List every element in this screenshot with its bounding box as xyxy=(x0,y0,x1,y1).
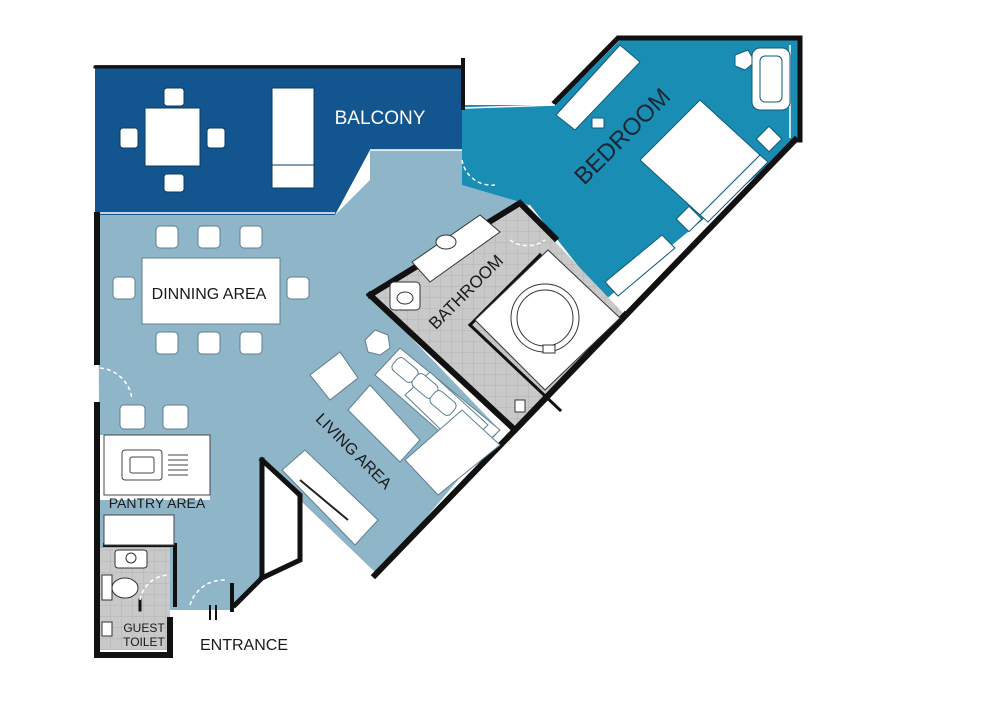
balcony-table-set xyxy=(119,87,226,193)
balcony-label: BALCONY xyxy=(335,108,426,129)
dinning-area-label: DINNING AREA xyxy=(152,286,267,303)
guest-toilet-fixtures xyxy=(101,549,148,637)
bathroom-fixtures xyxy=(389,214,621,413)
window-lines xyxy=(100,45,791,214)
guest-toilet-label-line1: GUEST xyxy=(123,621,165,635)
door-swings xyxy=(99,159,546,606)
sun-lounger xyxy=(271,87,315,189)
pantry-area-label: PANTRY AREA xyxy=(109,495,206,511)
entrance-marker xyxy=(209,605,217,620)
dining-table-set xyxy=(112,225,310,355)
guest-toilet-floor xyxy=(98,548,170,650)
pantry-counter xyxy=(103,434,211,546)
pantry-stools xyxy=(119,404,189,430)
entrance-label: ENTRANCE xyxy=(200,637,288,654)
living-furniture xyxy=(281,329,501,546)
guest-toilet-label-line2: TOILET xyxy=(123,635,165,649)
bedroom-furniture xyxy=(555,44,791,297)
